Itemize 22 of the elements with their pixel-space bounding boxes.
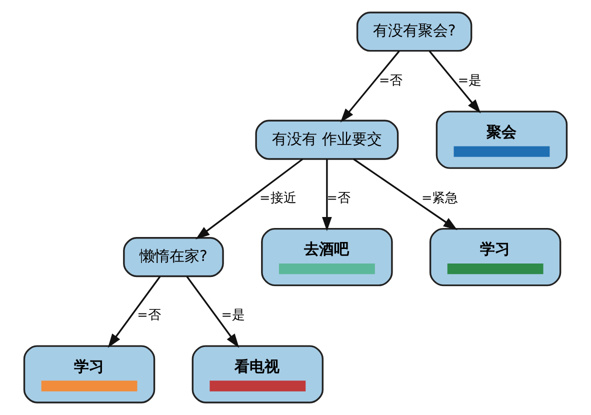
arrow (428, 50, 481, 114)
edge-label: =是 (221, 308, 246, 323)
arrow (340, 50, 400, 122)
edge-label: =否 (326, 190, 351, 206)
arrow (108, 276, 161, 348)
arrow (353, 158, 458, 230)
edge-label: =接近 (260, 190, 296, 206)
node-box: 懒惰在家? (123, 237, 224, 278)
edge-label: =否 (379, 74, 403, 89)
node-box: 学习 (429, 228, 562, 286)
node-box: 有没有聚会? (356, 12, 472, 52)
node-box: 学习 (23, 345, 156, 404)
arrow (186, 276, 240, 348)
arrow (196, 158, 304, 240)
node-box: 聚会 (436, 110, 568, 169)
edge-label: =紧急 (422, 190, 458, 206)
edge-label: =否 (137, 308, 161, 323)
node-box: 看电视 (192, 345, 324, 404)
edge-label: =是 (458, 74, 482, 89)
node-box: 去酒吧 (261, 228, 393, 286)
arrow (322, 159, 332, 232)
node-box: 有没有 作业要交 (255, 120, 399, 160)
